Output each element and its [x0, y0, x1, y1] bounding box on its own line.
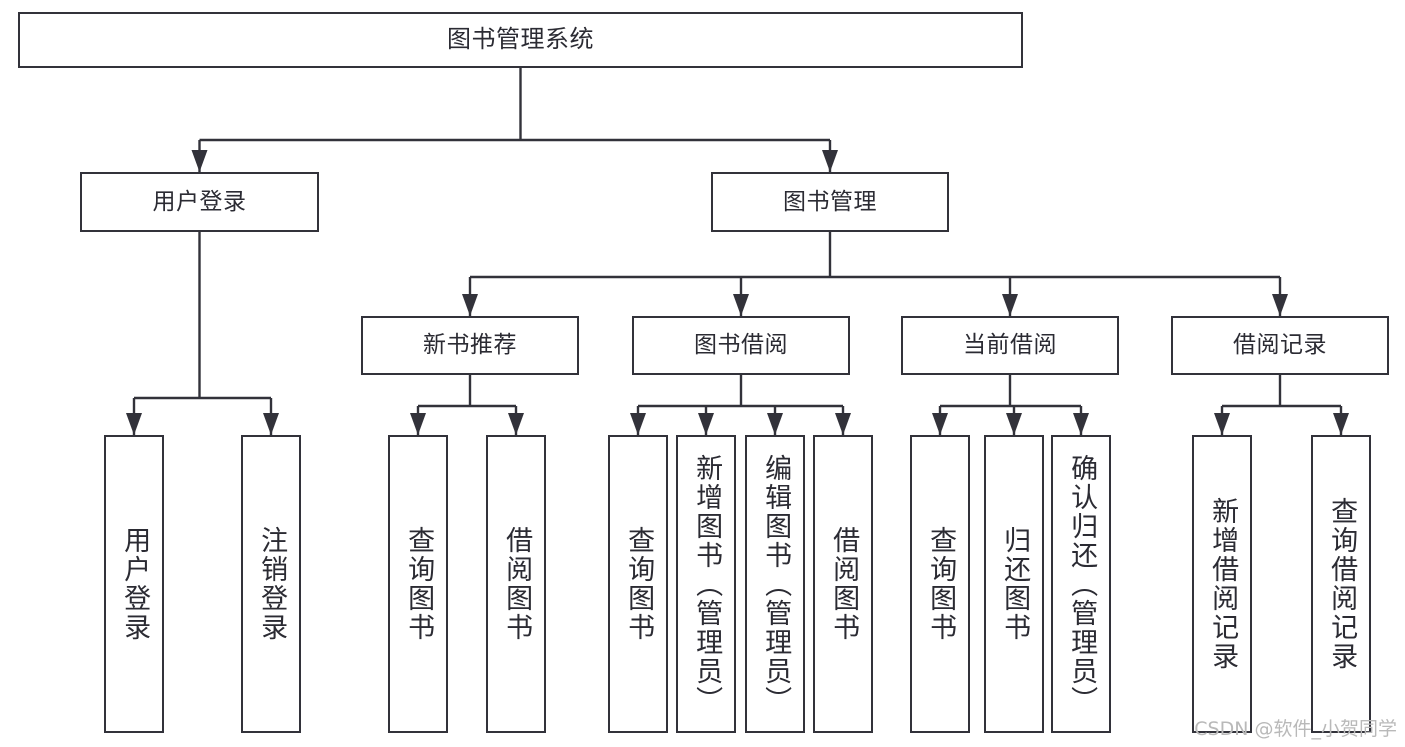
node-label-new-book-rec: 新书推荐	[423, 332, 517, 359]
node-label-wrap-leaf-query-book-1: 查询图书	[403, 437, 435, 731]
node-leaf-query-book-1: 查询图书	[388, 435, 448, 733]
node-label-wrap-leaf-query-book-3: 查询图书	[925, 437, 957, 731]
node-label-wrap-leaf-add-book: 新增图书（管理员）	[691, 437, 723, 731]
arrow-head-leaf-query-book-1	[410, 413, 426, 435]
node-label-leaf-confirm-return: 确认归还（管理员）	[1066, 453, 1098, 715]
arrow-head-leaf-logout	[263, 413, 279, 435]
node-label-wrap-book-borrow: 图书借阅	[694, 318, 788, 373]
node-current-borrow: 当前借阅	[901, 316, 1119, 375]
node-label-wrap-borrow-record: 借阅记录	[1233, 318, 1327, 373]
arrow-head-book-borrow	[733, 294, 749, 316]
node-book-borrow: 图书借阅	[632, 316, 850, 375]
arrow-head-leaf-query-book-3	[932, 413, 948, 435]
node-leaf-confirm-return: 确认归还（管理员）	[1051, 435, 1111, 733]
node-leaf-query-book-2: 查询图书	[608, 435, 668, 733]
arrow-head-leaf-add-record	[1214, 413, 1230, 435]
arrow-head-leaf-add-book	[698, 413, 714, 435]
node-label-leaf-query-book-2: 查询图书	[623, 526, 655, 642]
arrow-head-leaf-borrow-book-1	[508, 413, 524, 435]
node-label-wrap-leaf-query-book-2: 查询图书	[623, 437, 655, 731]
node-leaf-add-record: 新增借阅记录	[1192, 435, 1252, 733]
node-borrow-record: 借阅记录	[1171, 316, 1389, 375]
arrow-head-leaf-edit-book	[767, 413, 783, 435]
node-label-wrap-leaf-query-record: 查询借阅记录	[1326, 437, 1358, 731]
node-label-leaf-add-book: 新增图书（管理员）	[691, 453, 723, 715]
arrow-head-leaf-user-login	[126, 413, 142, 435]
node-leaf-query-record: 查询借阅记录	[1311, 435, 1371, 733]
arrow-head-leaf-query-book-2	[630, 413, 646, 435]
node-label-wrap-user-login: 用户登录	[153, 174, 247, 230]
node-leaf-edit-book: 编辑图书（管理员）	[745, 435, 805, 733]
watermark-text: CSDN @软件_小贺同学	[1194, 718, 1397, 740]
node-label-wrap-new-book-rec: 新书推荐	[423, 318, 517, 373]
node-root: 图书管理系统	[18, 12, 1023, 68]
node-label-wrap-leaf-edit-book: 编辑图书（管理员）	[760, 437, 792, 731]
node-label-current-borrow: 当前借阅	[963, 332, 1057, 359]
node-label-wrap-leaf-logout: 注销登录	[256, 437, 288, 731]
arrow-head-new-book-rec	[462, 294, 478, 316]
node-leaf-return-book: 归还图书	[984, 435, 1044, 733]
node-user-login: 用户登录	[80, 172, 319, 232]
node-label-book-borrow: 图书借阅	[694, 332, 788, 359]
node-leaf-user-login: 用户登录	[104, 435, 164, 733]
node-label-leaf-query-book-1: 查询图书	[403, 526, 435, 642]
node-leaf-query-book-3: 查询图书	[910, 435, 970, 733]
arrow-head-book-mgmt	[822, 150, 838, 172]
node-label-wrap-leaf-user-login: 用户登录	[119, 437, 151, 731]
node-leaf-borrow-book-2: 借阅图书	[813, 435, 873, 733]
node-label-wrap-current-borrow: 当前借阅	[963, 318, 1057, 373]
arrow-head-borrow-record	[1272, 294, 1288, 316]
arrow-head-leaf-return-book	[1006, 413, 1022, 435]
node-label-leaf-add-record: 新增借阅记录	[1207, 497, 1239, 671]
node-label-leaf-return-book: 归还图书	[999, 526, 1031, 642]
node-label-borrow-record: 借阅记录	[1233, 332, 1327, 359]
node-label-wrap-book-mgmt: 图书管理	[783, 174, 877, 230]
node-label-wrap-leaf-add-record: 新增借阅记录	[1207, 437, 1239, 731]
node-label-leaf-borrow-book-2: 借阅图书	[828, 526, 860, 642]
arrow-head-leaf-borrow-book-2	[835, 413, 851, 435]
node-label-leaf-query-record: 查询借阅记录	[1326, 497, 1358, 671]
arrow-head-leaf-query-record	[1333, 413, 1349, 435]
node-book-mgmt: 图书管理	[711, 172, 949, 232]
node-label-leaf-logout: 注销登录	[256, 526, 288, 642]
node-new-book-rec: 新书推荐	[361, 316, 579, 375]
node-label-leaf-query-book-3: 查询图书	[925, 526, 957, 642]
node-label-leaf-user-login: 用户登录	[119, 526, 151, 642]
node-label-wrap-leaf-confirm-return: 确认归还（管理员）	[1066, 437, 1098, 731]
node-label-root: 图书管理系统	[447, 25, 594, 54]
node-label-wrap-leaf-return-book: 归还图书	[999, 437, 1031, 731]
arrow-head-user-login	[191, 150, 208, 172]
arrow-head-leaf-confirm-return	[1073, 413, 1089, 435]
node-leaf-borrow-book-1: 借阅图书	[486, 435, 546, 733]
node-label-user-login: 用户登录	[152, 188, 247, 215]
node-leaf-logout: 注销登录	[241, 435, 301, 733]
node-label-wrap-leaf-borrow-book-1: 借阅图书	[501, 437, 533, 731]
node-label-book-mgmt: 图书管理	[783, 188, 877, 215]
node-label-wrap-root: 图书管理系统	[447, 14, 594, 66]
node-label-leaf-edit-book: 编辑图书（管理员）	[760, 453, 792, 715]
node-label-wrap-leaf-borrow-book-2: 借阅图书	[828, 437, 860, 731]
node-leaf-add-book: 新增图书（管理员）	[676, 435, 736, 733]
arrow-head-current-borrow	[1002, 294, 1018, 316]
node-label-leaf-borrow-book-1: 借阅图书	[501, 526, 533, 642]
